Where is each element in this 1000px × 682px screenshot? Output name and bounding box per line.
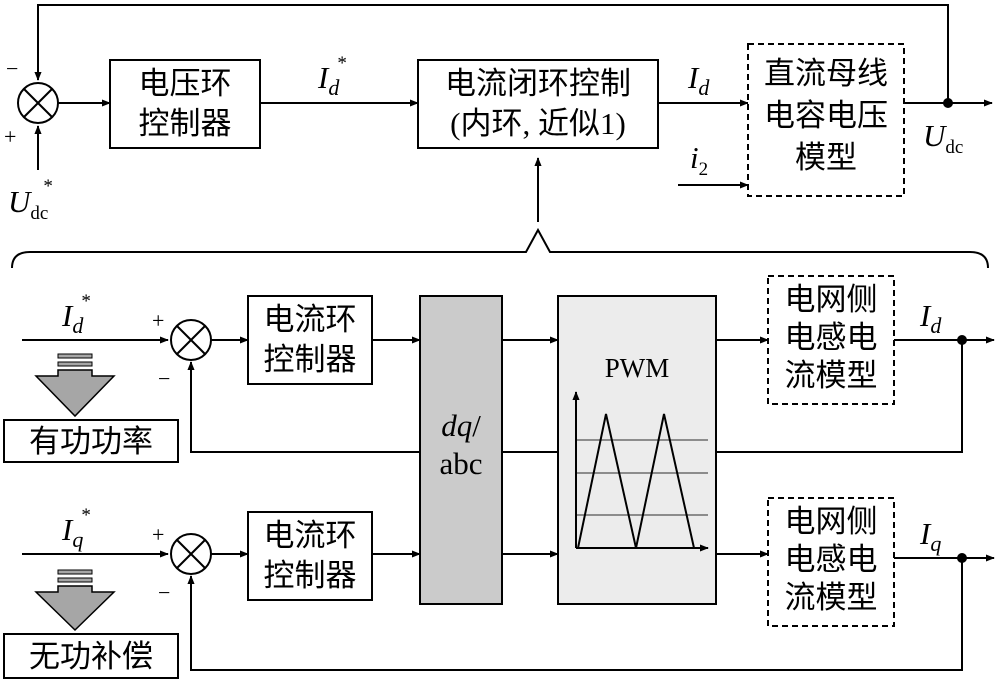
reactive-compensation-arrow [34,569,116,632]
outer-voltage-loop: − + Udc* 电压环 控制器 Id* 电流闭环控制 (内环, 近似1) Id… [4,4,993,224]
curly-brace [11,227,989,269]
current-loop-line-1: 电流闭环控制 [445,66,631,101]
q-plant-line-1: 电网侧 [785,504,878,539]
active-power-arrow [34,353,116,418]
d-controller-line-2: 控制器 [264,342,357,377]
q-sum-minus-sign: − [158,580,170,605]
q-axis-channel: Iq* 无功补偿 + − 电流环 控制器 [3,497,995,679]
q-summing-junction [170,533,212,575]
i2-label: i2 [690,140,708,180]
q-plant-line-2: 电感电 [785,542,878,577]
dc-bus-line-1: 直流母线 [764,56,888,91]
d-plant-line-1: 电网侧 [785,282,878,317]
reactive-compensation-label-box: 无功补偿 [3,633,179,679]
iq-star-label: Iq* [61,505,91,552]
d-sum-plus-sign: + [152,308,164,333]
pwm-label: PWM [605,353,670,383]
id-star-label: Id* [61,291,91,338]
transform-label-abc: abc [439,446,482,481]
dq-abc-transform-block: dq/ abc [419,295,503,605]
udc-output-label: Udc [923,118,963,158]
voltage-feedback-wire [34,4,949,103]
pwm-triangle-carrier [577,413,695,549]
dc-bus-model-block: 直流母线 电容电压 模型 [747,43,905,197]
d-summing-junction [170,319,212,361]
q-controller-line-1: 电流环 [264,518,357,553]
udc-junction-dot [943,98,953,108]
d-controller-line-1: 电流环 [264,302,357,337]
q-feedback-wire [187,558,963,671]
outer-summing-junction [17,82,59,124]
outer-sum-minus-sign: − [6,56,18,81]
inner-current-loops: dq/ abc PWM Id* [3,275,995,679]
d-plant-line-3: 流模型 [785,358,878,393]
q-controller-line-2: 控制器 [264,558,357,593]
voltage-controller-line-2: 控制器 [139,106,232,141]
d-output-label: Id [919,298,942,338]
voltage-controller-line-1: 电压环 [139,66,232,101]
id-ref-label: Id* [317,53,347,100]
q-current-controller-block: 电流环 控制器 [247,511,373,601]
current-closed-loop-block: 电流闭环控制 (内环, 近似1) [417,59,659,149]
pwm-carrier-plot [572,391,709,552]
inner-loop-expansion-brace [11,157,989,269]
active-power-label-box: 有功功率 [3,419,179,463]
udc-ref-label: Udc* [8,176,53,224]
q-plant-line-3: 流模型 [785,580,878,615]
d-current-controller-block: 电流环 控制器 [247,295,373,385]
dc-bus-line-3: 模型 [795,140,857,175]
current-loop-line-2: (内环, 近似1) [450,106,626,141]
d-plant-line-2: 电感电 [785,320,878,355]
d-sum-minus-sign: − [158,366,170,391]
transform-label-dq: dq/ [441,408,481,443]
active-power-label: 有功功率 [29,424,153,459]
dc-bus-line-2: 电容电压 [764,98,888,133]
d-grid-inductor-model-block: 电网侧 电感电 流模型 [767,275,895,405]
id-label: Id [687,60,710,100]
outer-sum-plus-sign: + [4,124,16,149]
voltage-loop-controller-block: 电压环 控制器 [109,59,261,149]
pwm-block: PWM [557,295,717,605]
q-sum-plus-sign: + [152,522,164,547]
q-grid-inductor-model-block: 电网侧 电感电 流模型 [767,497,895,627]
q-output-label: Iq [919,516,941,556]
d-feedback-wire-left [187,361,420,453]
d-feedback-wire-right [716,340,963,453]
d-axis-channel: Id* 有功功率 + − 电流环 控制器 [3,275,995,463]
reactive-compensation-label: 无功补偿 [29,639,153,674]
